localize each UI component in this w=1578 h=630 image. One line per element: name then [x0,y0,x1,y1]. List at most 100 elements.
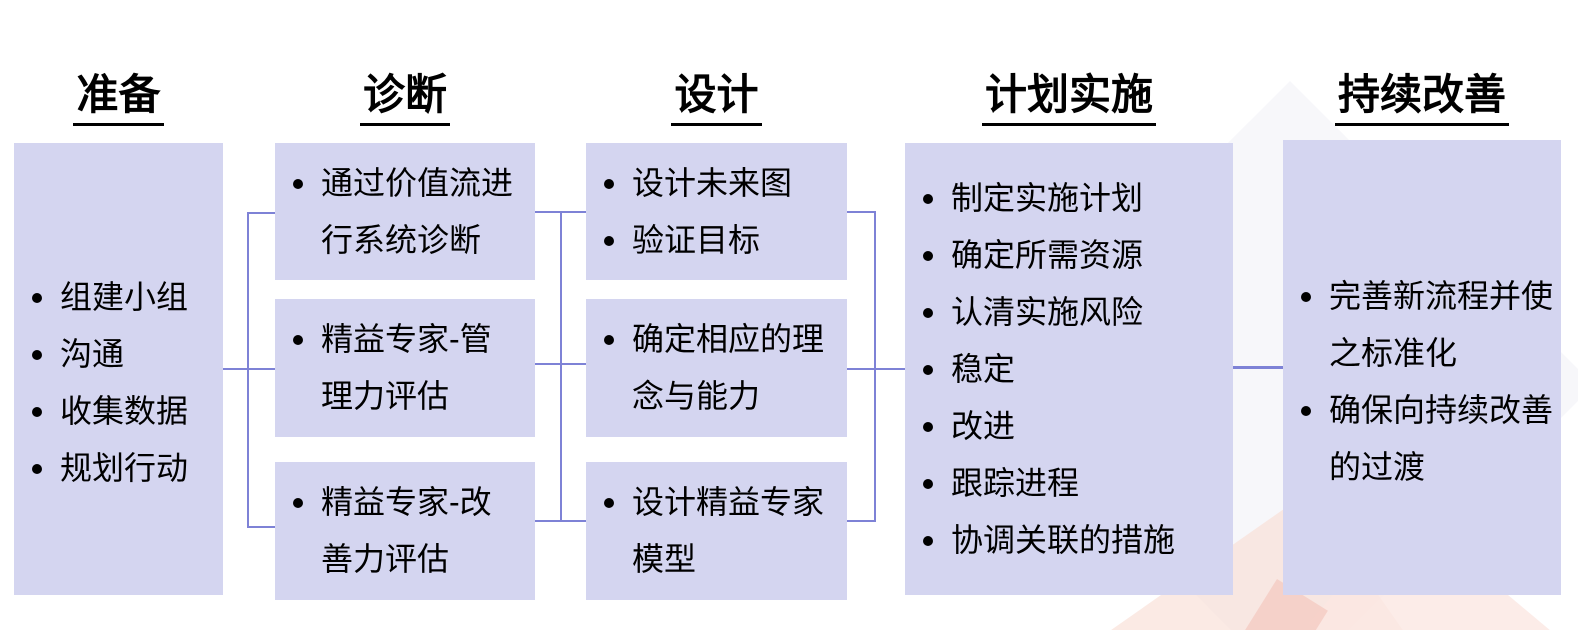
bullet-icon [32,350,42,360]
connector-line [535,211,586,213]
box-diagnosis-improvement-assessment: 精益专家-改善力评估 [275,462,535,600]
list-item: 精益专家-管理力评估 [275,311,535,425]
box-plan-implementation: 制定实施计划 确定所需资源 认清实施风险 稳定 改进 跟踪进程 协调关联的措施 [905,143,1233,595]
bullet-icon [923,535,933,546]
list-item: 稳定 [905,341,1233,398]
connector-line [247,212,249,528]
column-header-label: 准备 [73,72,164,126]
connector-line [874,211,876,522]
bullet-icon [32,464,42,474]
connector-line [249,212,275,214]
list-item-text: 沟通 [60,336,125,372]
connector-line [846,368,905,370]
column-header-label: 计划实施 [981,72,1156,126]
list-item-text: 精益专家-管理力评估 [321,321,492,414]
list-item: 验证目标 [586,212,847,269]
list-item-text: 通过价值流进行系统诊断 [321,164,514,258]
list-item: 收集数据 [14,383,223,440]
bullet-list: 设计未来图 验证目标 [586,155,847,269]
bullet-icon [923,250,933,261]
bullet-list: 制定实施计划 确定所需资源 认清实施风险 稳定 改进 跟踪进程 协调关联的措施 [905,170,1233,569]
list-item-text: 规划行动 [60,450,189,486]
list-item-text: 收集数据 [60,393,189,429]
list-item: 协调关联的措施 [905,512,1233,569]
bullet-list: 通过价值流进行系统诊断 [275,155,535,269]
bullet-list: 精益专家-管理力评估 [275,311,535,425]
list-item-text: 组建小组 [60,279,189,315]
column-header-plan-implementation: 计划实施 [905,72,1233,126]
bullet-icon [604,235,614,246]
list-item: 跟踪进程 [905,455,1233,512]
list-item-text: 制定实施计划 [951,179,1144,216]
list-item: 制定实施计划 [905,170,1233,227]
box-preparation: 组建小组 沟通 收集数据 规划行动 [14,143,223,595]
list-item-text: 跟踪进程 [951,464,1080,501]
list-item-text: 认清实施风险 [951,293,1144,330]
bullet-list: 设计精益专家模型 [586,474,847,588]
connector-line [560,211,562,522]
column-header-label: 持续改善 [1334,72,1509,126]
list-item-text: 改进 [951,407,1016,444]
list-item-text: 稳定 [951,350,1016,387]
list-item: 确保向持续改善的过渡 [1283,382,1561,496]
connector-line [535,363,586,365]
list-item: 改进 [905,398,1233,455]
connector-line [222,368,275,370]
bullet-icon [923,421,933,432]
list-item-text: 确定相应的理念与能力 [632,321,825,414]
box-diagnosis-value-stream: 通过价值流进行系统诊断 [275,143,535,280]
bullet-icon [1301,291,1311,302]
list-item-text: 验证目标 [632,221,761,258]
list-item: 规划行动 [14,440,223,497]
bullet-icon [293,335,303,345]
connector-line [846,211,874,213]
list-item-text: 完善新流程并使之标准化 [1329,277,1554,371]
bullet-icon [604,178,614,189]
bullet-icon [293,498,303,508]
bullet-icon [923,307,933,318]
bullet-icon [32,407,42,417]
column-header-continuous-improvement: 持续改善 [1283,72,1561,126]
bullet-icon [923,478,933,489]
list-item: 精益专家-改善力评估 [275,474,535,588]
list-item: 设计精益专家模型 [586,474,847,588]
list-item-text: 设计精益专家模型 [632,484,825,577]
list-item-text: 设计未来图 [632,164,793,201]
bullet-list: 确定相应的理念与能力 [586,311,847,425]
list-item: 通过价值流进行系统诊断 [275,155,535,269]
list-item: 确定所需资源 [905,227,1233,284]
column-header-design: 设计 [586,72,847,126]
connector-line [247,526,275,528]
list-item-text: 确保向持续改善的过渡 [1329,391,1554,485]
list-item: 组建小组 [14,269,223,326]
bullet-icon [1301,405,1311,416]
list-item: 设计未来图 [586,155,847,212]
connector-line [846,520,876,522]
box-design-lean-expert-model: 设计精益专家模型 [586,462,847,600]
list-item-text: 精益专家-改善力评估 [321,484,492,577]
list-item-text: 协调关联的措施 [951,521,1176,558]
box-design-future-map: 设计未来图 验证目标 [586,143,847,280]
bullet-icon [923,193,933,204]
bullet-icon [32,293,42,303]
list-item: 认清实施风险 [905,284,1233,341]
column-header-diagnosis: 诊断 [275,72,535,126]
bullet-list: 精益专家-改善力评估 [275,474,535,588]
box-diagnosis-management-assessment: 精益专家-管理力评估 [275,299,535,437]
bullet-list: 完善新流程并使之标准化 确保向持续改善的过渡 [1283,268,1561,496]
column-header-label: 诊断 [359,72,450,126]
connector-line [1233,366,1283,369]
list-item: 确定相应的理念与能力 [586,311,847,425]
list-item-text: 确定所需资源 [951,236,1144,273]
connector-line [535,520,586,522]
bullet-list: 组建小组 沟通 收集数据 规划行动 [14,269,223,497]
column-header-label: 设计 [671,72,762,126]
list-item: 完善新流程并使之标准化 [1283,268,1561,382]
column-header-preparation: 准备 [14,72,223,126]
list-item: 沟通 [14,326,223,383]
box-continuous-improvement: 完善新流程并使之标准化 确保向持续改善的过渡 [1283,140,1561,595]
bullet-icon [604,498,614,508]
bullet-icon [293,178,303,189]
bullet-icon [923,364,933,375]
